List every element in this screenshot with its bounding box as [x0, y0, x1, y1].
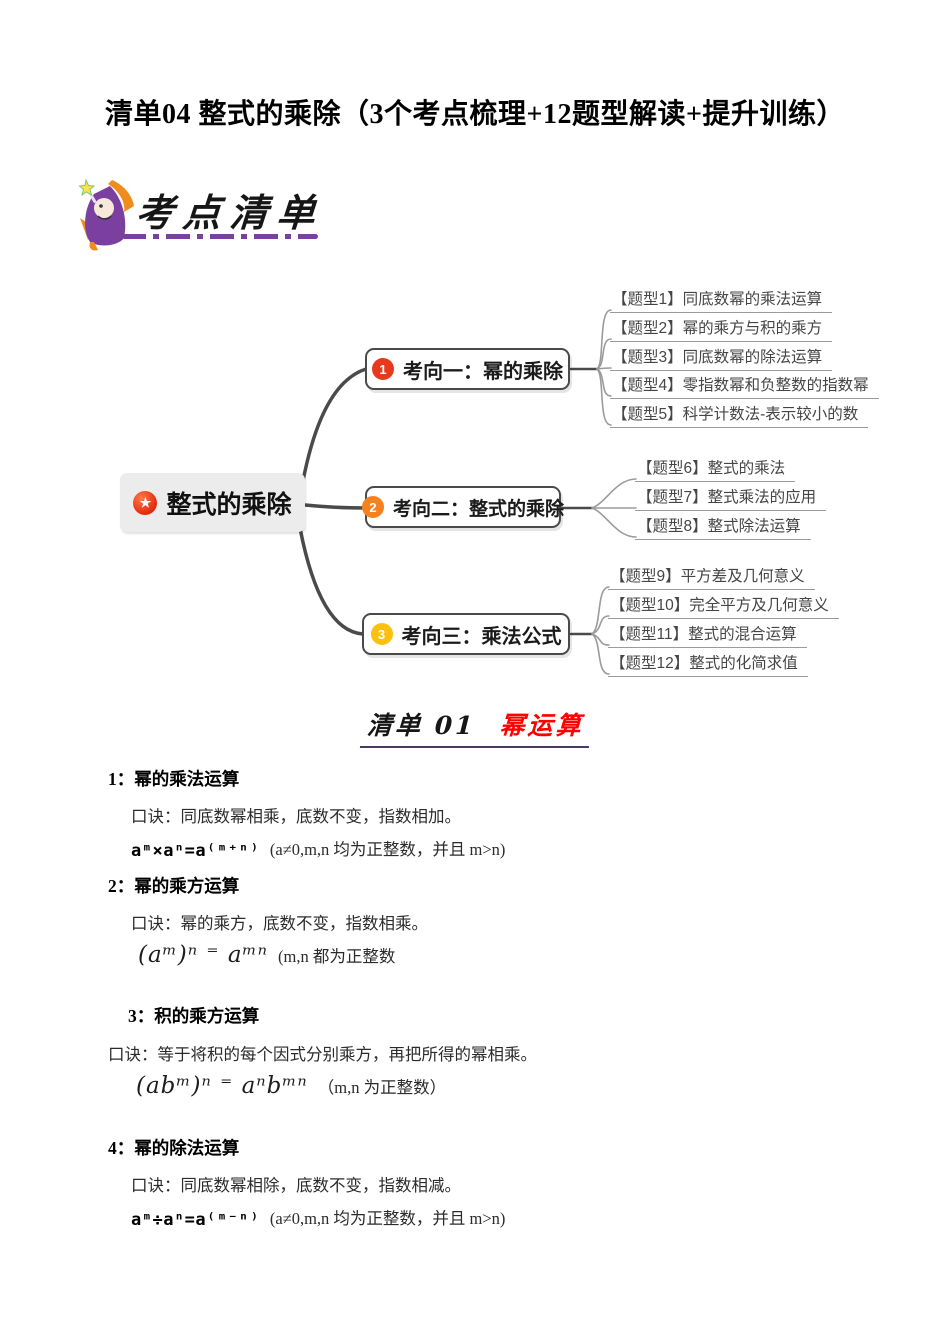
section-2-formula: (aᵐ)ⁿ ⁼ aᵐⁿ	[138, 942, 268, 968]
root-label: 整式的乘除	[166, 490, 292, 519]
topic-leaf-10: 【题型10】完全平方及几何意义	[608, 593, 839, 619]
section-1-formula-line: aᵐ×aⁿ=a⁽ᵐ⁺ⁿ⁾ (a≠0,m,n 均为正整数，并且 m>n)	[131, 836, 505, 861]
topic-leaf-2: 【题型2】幂的乘方与积的乘方	[610, 316, 833, 342]
branch-2-label: 考向二：整式的乘除	[393, 498, 565, 520]
section-4-formula: aᵐ÷aⁿ=a⁽ᵐ⁻ⁿ⁾	[131, 1210, 260, 1230]
section-2-koujue: 口诀：幂的乘方，底数不变，指数相乘。	[131, 914, 428, 933]
kaodian-banner: 考点清单	[78, 168, 325, 258]
section-4-title: 4：幂的除法运算	[108, 1138, 240, 1158]
branch-1-label: 考向一：幂的乘除	[403, 360, 563, 383]
topic-leaf-3: 【题型3】同底数幂的除法运算	[610, 345, 833, 371]
section-1-title: 1：幂的乘法运算	[108, 769, 240, 789]
branch-node-3: 3 考向三：乘法公式	[362, 613, 570, 655]
section-2-formula-note: (m,n 都为正整数	[278, 947, 396, 966]
branch-2-number-badge: 2	[362, 496, 384, 518]
section-4-formula-line: aᵐ÷aⁿ=a⁽ᵐ⁻ⁿ⁾ (a≠0,m,n 均为正整数，并且 m>n)	[131, 1205, 505, 1230]
branch-3-number-badge: 3	[370, 623, 393, 645]
section-3-formula: (abᵐ)ⁿ ⁼ aⁿbᵐⁿ	[136, 1073, 308, 1099]
branch-node-1: 1 考向一：幂的乘除	[365, 348, 570, 390]
section-4-koujue: 口诀：同底数幂相除，底数不变，指数相减。	[131, 1176, 461, 1195]
topic-leaf-5: 【题型5】科学计数法-表示较小的数	[610, 402, 869, 428]
section-1-formula: aᵐ×aⁿ=a⁽ᵐ⁺ⁿ⁾	[131, 841, 260, 861]
branch-3-label: 考向三：乘法公式	[401, 625, 562, 648]
banner-title: 考点清单	[134, 190, 326, 235]
branch-node-2: 2 考向二：整式的乘除	[362, 486, 565, 528]
section-4-formula-note: (a≠0,m,n 均为正整数，并且 m>n)	[269, 1209, 506, 1228]
section-2-title: 2：幂的乘方运算	[108, 876, 240, 896]
topic-leaf-12: 【题型12】整式的化简求值	[608, 651, 808, 677]
topic-leaf-7: 【题型7】整式乘法的应用	[635, 485, 827, 511]
page-title: 清单04 整式的乘除（3个考点梳理+12题型解读+提升训练）	[105, 99, 845, 130]
list-heading-number: 清单 01	[366, 711, 477, 740]
topic-leaf-11: 【题型11】整式的混合运算	[608, 622, 807, 648]
topic-leaf-1: 【题型1】同底数幂的乘法运算	[610, 287, 833, 313]
section-3-formula-line: (abᵐ)ⁿ ⁼ aⁿbᵐⁿ （m,n 为正整数）	[136, 1073, 446, 1099]
branch-1-number-badge: 1	[372, 358, 394, 380]
mindmap: ★ 整式的乘除 1 考向一：幂的乘除 2 考向二：整式的乘除 3 考向三：乘法公…	[0, 270, 950, 700]
section-list-heading: 清单 01 幂运算	[0, 706, 950, 748]
topic-leaf-9: 【题型9】平方差及几何意义	[608, 564, 815, 590]
topic-leaf-8: 【题型8】整式除法运算	[635, 514, 811, 540]
topic-leaf-6: 【题型6】整式的乘法	[635, 456, 796, 482]
section-1-formula-note: (a≠0,m,n 均为正整数，并且 m>n)	[269, 840, 506, 859]
topic-leaf-4: 【题型4】零指数幂和负整数的指数幂	[610, 373, 879, 399]
section-3-formula-note: （m,n 为正整数）	[317, 1078, 447, 1097]
wizard-mascot-icon	[78, 178, 134, 251]
mindmap-connectors	[298, 309, 637, 675]
section-1-koujue: 口诀：同底数幂相乘，底数不变，指数相加。	[131, 807, 461, 826]
banner-underline	[122, 234, 318, 239]
section-3-koujue: 口诀：等于将积的每个因式分别乘方，再把所得的幂相乘。	[108, 1045, 537, 1064]
list-heading-topic: 幂运算	[498, 711, 585, 740]
section-3-title: 3：积的乘方运算	[128, 1006, 260, 1026]
mindmap-root-node: ★ 整式的乘除	[120, 473, 305, 532]
section-2-formula-line: (aᵐ)ⁿ ⁼ aᵐⁿ (m,n 都为正整数	[138, 942, 395, 968]
star-badge-icon: ★	[133, 490, 158, 515]
